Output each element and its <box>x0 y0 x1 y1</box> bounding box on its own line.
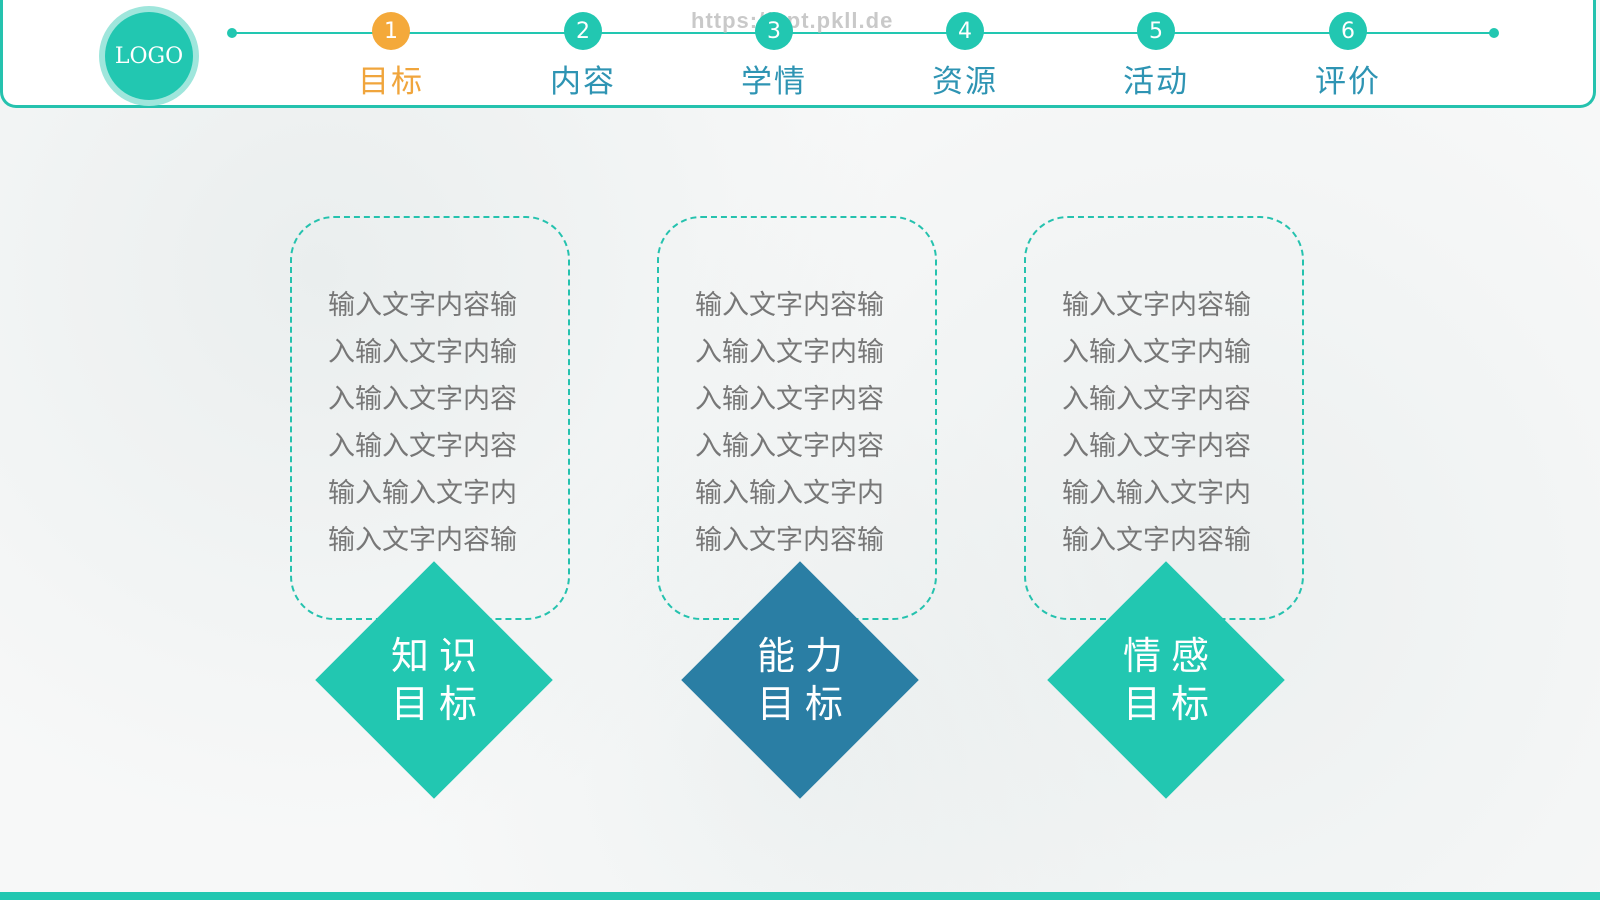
emotion-objective-card: 输入文字内容输 入输入文字内输 入输入文字内容 入输入文字内容 输入输入文字内 … <box>1024 216 1304 620</box>
text-line: 输入文字内容输 <box>328 290 517 321</box>
text-line: 入输入文字内输 <box>695 337 884 368</box>
step-number-badge: 3 <box>755 12 793 50</box>
step-label: 资源 <box>932 64 998 100</box>
title-line: 目标 <box>756 682 853 726</box>
text-line: 入输入文字内容 <box>695 431 884 462</box>
step-label: 评价 <box>1315 64 1381 100</box>
nav-line-start-dot <box>227 28 237 38</box>
nav-step-learner-analysis[interactable]: 3 学情 <box>724 12 824 101</box>
text-line: 入输入文字内输 <box>328 337 517 368</box>
step-number-badge: 5 <box>1137 12 1175 50</box>
text-line: 输入文字内容输 <box>1062 525 1251 556</box>
top-navigation-bar: LOGO https://ppt.pkll.de 1 目标 2 内容 3 学情 … <box>0 0 1596 108</box>
title-line: 能力 <box>756 634 853 678</box>
card-body-text: 输入文字内容输 入输入文字内输 入输入文字内容 入输入文字内容 输入输入文字内 … <box>328 282 548 564</box>
text-line: 入输入文字内容 <box>1062 384 1251 415</box>
step-label: 活动 <box>1123 64 1189 100</box>
nav-step-evaluation[interactable]: 6 评价 <box>1298 12 1398 101</box>
card-body-text: 输入文字内容输 入输入文字内输 入输入文字内容 入输入文字内容 输入输入文字内 … <box>1062 282 1282 564</box>
text-line: 输入输入文字内 <box>1062 478 1251 509</box>
ability-objective-diamond: 能力 目标 <box>680 560 920 800</box>
text-line: 输入输入文字内 <box>695 478 884 509</box>
ability-objective-card: 输入文字内容输 入输入文字内输 入输入文字内容 入输入文字内容 输入输入文字内 … <box>657 216 937 620</box>
nav-line-end-dot <box>1489 28 1499 38</box>
text-line: 输入输入文字内 <box>328 478 517 509</box>
step-number-badge: 4 <box>946 12 984 50</box>
step-label: 内容 <box>550 64 616 100</box>
step-number-badge: 1 <box>372 12 410 50</box>
title-line: 知识 <box>390 634 487 678</box>
step-number-badge: 2 <box>564 12 602 50</box>
logo: LOGO <box>105 12 193 100</box>
step-label: 目标 <box>358 64 424 100</box>
diamond-title: 情感 目标 <box>1046 632 1286 728</box>
nav-step-activities[interactable]: 5 活动 <box>1106 12 1206 101</box>
bottom-accent-bar <box>0 892 1600 900</box>
nav-step-objectives[interactable]: 1 目标 <box>341 12 441 101</box>
step-number-badge: 6 <box>1329 12 1367 50</box>
text-line: 入输入文字内容 <box>328 431 517 462</box>
title-line: 目标 <box>1122 682 1219 726</box>
title-line: 情感 <box>1122 634 1219 678</box>
nav-step-content[interactable]: 2 内容 <box>533 12 633 101</box>
text-line: 输入文字内容输 <box>1062 290 1251 321</box>
card-body-text: 输入文字内容输 入输入文字内输 入输入文字内容 入输入文字内容 输入输入文字内 … <box>695 282 915 564</box>
text-line: 入输入文字内容 <box>695 384 884 415</box>
text-line: 输入文字内容输 <box>695 290 884 321</box>
diamond-title: 知识 目标 <box>314 632 554 728</box>
knowledge-objective-diamond: 知识 目标 <box>314 560 554 800</box>
title-line: 目标 <box>390 682 487 726</box>
text-line: 入输入文字内容 <box>328 384 517 415</box>
diamond-title: 能力 目标 <box>680 632 920 728</box>
step-label: 学情 <box>741 64 807 100</box>
emotion-objective-diamond: 情感 目标 <box>1046 560 1286 800</box>
text-line: 输入文字内容输 <box>328 525 517 556</box>
text-line: 入输入文字内容 <box>1062 431 1251 462</box>
nav-step-resources[interactable]: 4 资源 <box>915 12 1015 101</box>
nav-progress-line <box>231 32 1495 34</box>
text-line: 入输入文字内输 <box>1062 337 1251 368</box>
text-line: 输入文字内容输 <box>695 525 884 556</box>
